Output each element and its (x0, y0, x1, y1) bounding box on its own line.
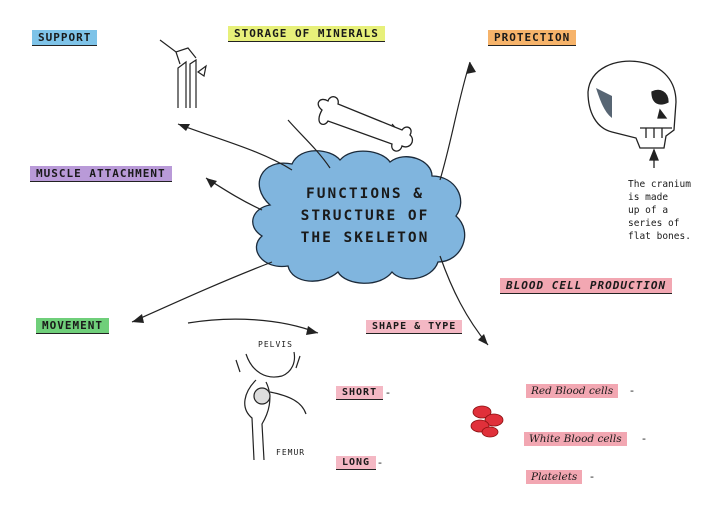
protection-label: PROTECTION (488, 30, 577, 46)
white-dash: - (642, 432, 646, 445)
pelvis-label: PELVIS (258, 340, 293, 349)
center-title-line3: THE SKELETON (300, 230, 430, 246)
cranium-note-line: up of a (628, 205, 669, 216)
red-blood-cells-label: Red Blood cells (526, 384, 619, 398)
blood-production-label: BLOOD CELL PRODUCTION (500, 278, 673, 294)
long-dash: - (378, 456, 382, 469)
long-label: LONG (336, 456, 377, 470)
short-label: SHORT (336, 386, 384, 400)
center-title-line1: FUNCTIONS & (305, 186, 425, 202)
cranium-note-line: series of (628, 218, 680, 229)
shape-type-label: SHAPE & TYPE (366, 320, 463, 334)
support-joint-sketch (159, 39, 207, 108)
red-dash: - (630, 384, 634, 397)
center-title-line2: STRUCTURE OF (300, 208, 430, 224)
skull-sketch (587, 60, 677, 168)
platelets-dash: - (590, 470, 594, 483)
movement-label: MOVEMENT (36, 318, 109, 334)
central-cloud (252, 150, 466, 284)
arrowheads (132, 62, 488, 345)
storage-label: STORAGE OF MINERALS (228, 26, 385, 42)
femur-label: FEMUR (276, 448, 306, 457)
cranium-note-line: is made (628, 192, 669, 203)
hip-joint-sketch (235, 351, 307, 461)
cranium-note-line: The cranium (628, 179, 691, 190)
blood-cells-sketch (470, 405, 504, 438)
muscle-label: MUSCLE ATTACHMENT (30, 166, 172, 182)
support-label: SUPPORT (32, 30, 98, 46)
short-dash: - (386, 386, 390, 399)
white-blood-cells-label: White Blood cells (524, 432, 627, 446)
bone-sketch (317, 96, 414, 152)
center-title: FUNCTIONS & STRUCTURE OF THE SKELETON (270, 183, 460, 249)
cranium-note-line: flat bones. (628, 231, 691, 242)
platelets-label: Platelets (526, 470, 583, 484)
cranium-note: The cranium is made up of a series of fl… (628, 178, 691, 243)
